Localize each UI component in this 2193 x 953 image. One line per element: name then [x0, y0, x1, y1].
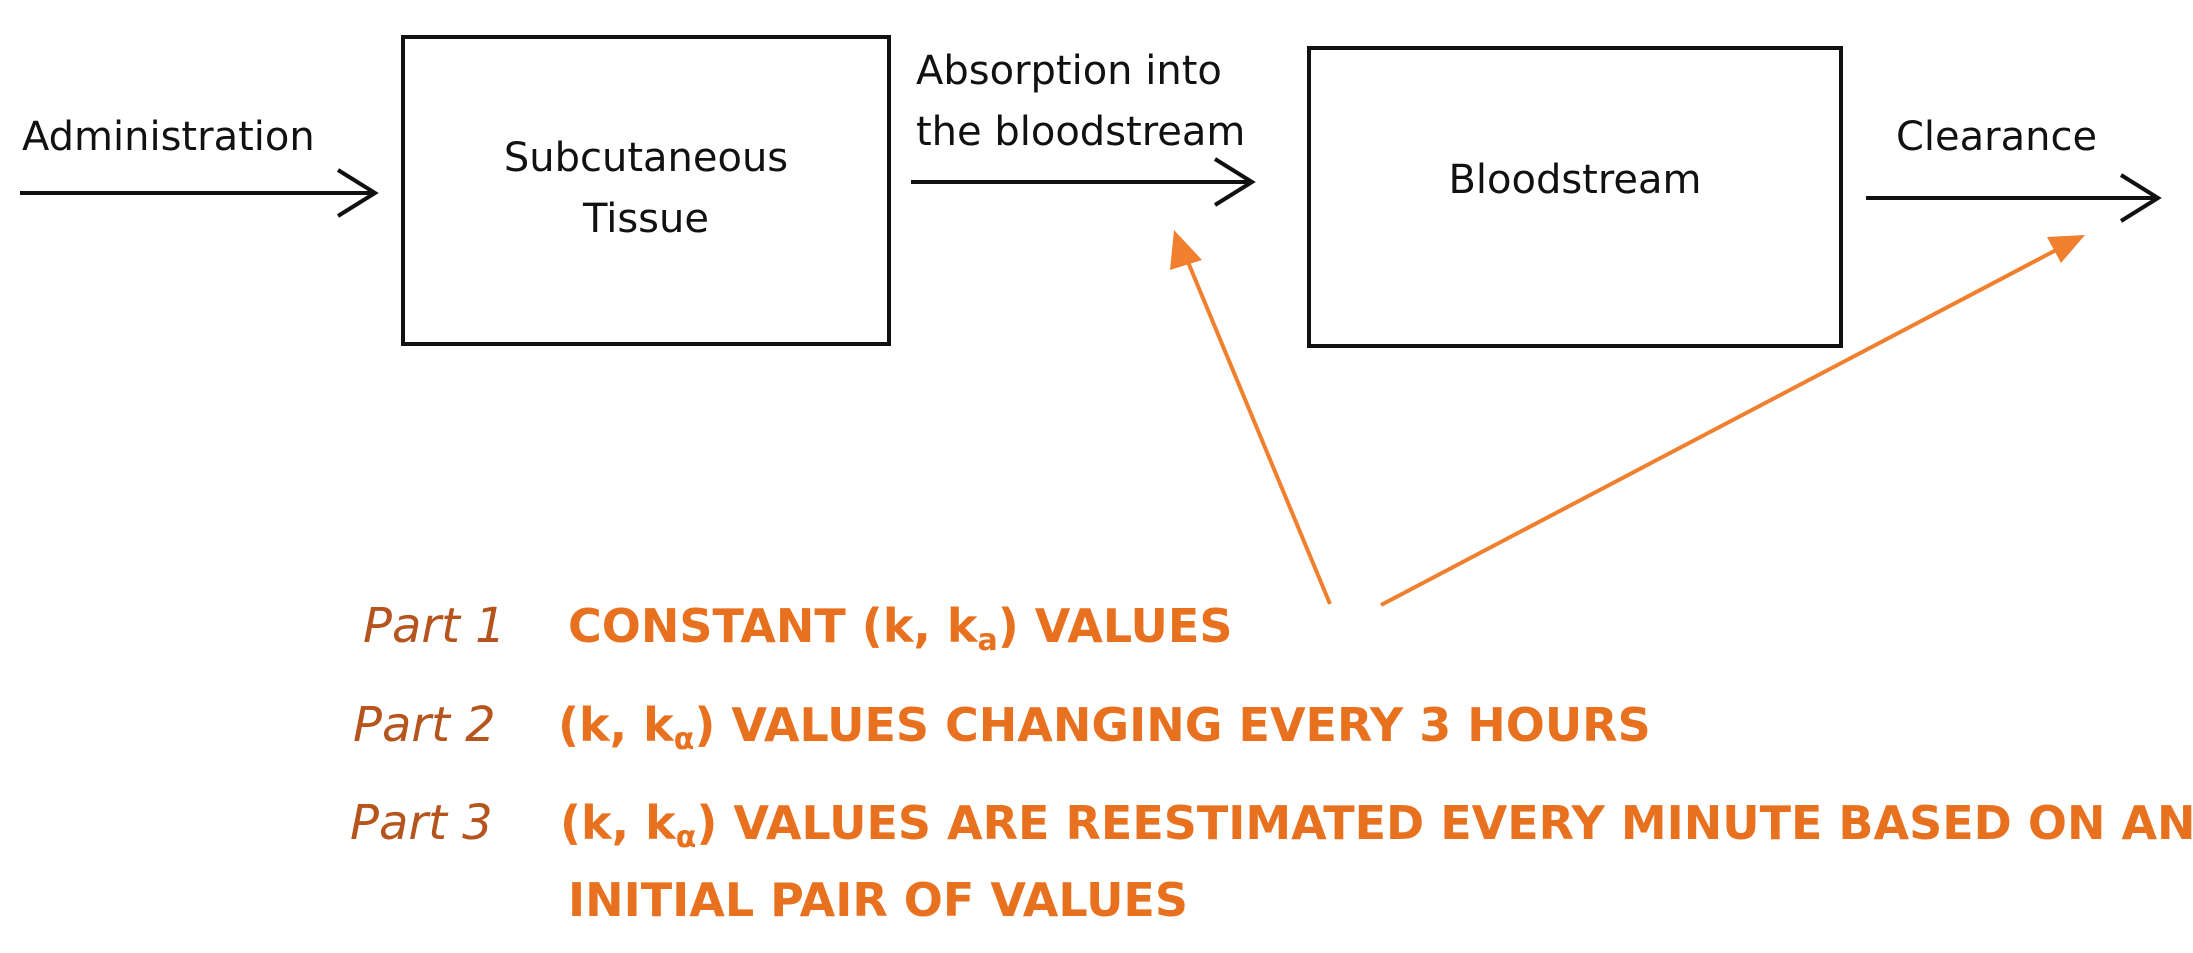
- part-3-label: Part 3: [350, 795, 493, 851]
- administration-label: Administration: [22, 114, 315, 160]
- administration-arrow: [20, 168, 379, 218]
- subcutaneous-tissue-label-line2: Tissue: [582, 196, 709, 242]
- part-2-label: Part 2: [353, 697, 496, 753]
- absorption-arrow: [911, 157, 1256, 207]
- clearance-label: Clearance: [1896, 114, 2097, 160]
- part-1-label: Part 1: [363, 598, 506, 654]
- clearance-arrow: [1866, 173, 2162, 223]
- subcutaneous-tissue-label-line1: Subcutaneous: [504, 135, 788, 181]
- bloodstream-box: [1307, 46, 1843, 348]
- bloodstream-label: Bloodstream: [1448, 157, 1701, 203]
- absorption-label-line2: the bloodstream: [916, 109, 1245, 155]
- part-3-description: (k, kα) VALUES ARE REESTIMATED EVERY MIN…: [560, 796, 2193, 855]
- absorption-label-line1: Absorption into: [916, 48, 1222, 94]
- part-1-description: CONSTANT (k, ka) VALUES: [568, 599, 1232, 658]
- part-3-description-line2: INITIAL PAIR OF VALUES: [568, 873, 1188, 927]
- part-2-description: (k, kα) VALUES CHANGING EVERY 3 HOURS: [558, 698, 1651, 757]
- subcutaneous-tissue-box: [401, 35, 891, 346]
- orange-arrow-to-clearance: [1380, 235, 2085, 607]
- orange-arrow-to-absorption: [1170, 230, 1332, 605]
